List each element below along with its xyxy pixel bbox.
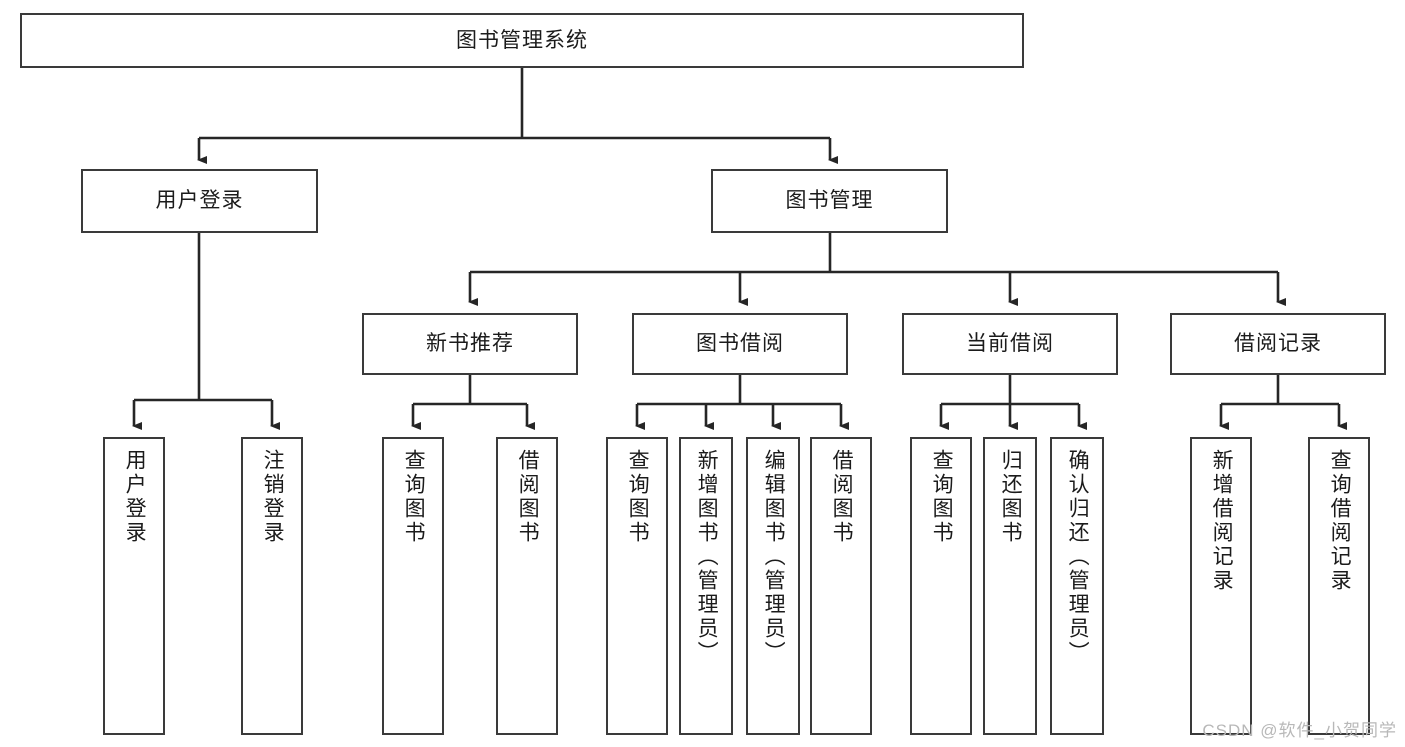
node-root-book-management-system[interactable]: 图书管理系统 <box>20 13 1024 68</box>
node-label: 查询图书 <box>626 449 650 545</box>
leaf-record-add-record[interactable]: 新增借阅记录 <box>1190 437 1252 735</box>
node-book-management[interactable]: 图书管理 <box>711 169 948 233</box>
node-label: 注销登录 <box>261 449 285 545</box>
leaf-borrow-edit-book-admin[interactable]: 编辑图书（管理员） <box>746 437 800 735</box>
leaf-current-query-book[interactable]: 查询图书 <box>910 437 972 735</box>
node-label: 用户登录 <box>155 189 244 213</box>
node-label: 查询图书 <box>402 449 426 545</box>
node-label: 借阅图书 <box>516 449 540 545</box>
node-label: 图书管理 <box>785 189 874 213</box>
leaf-borrow-borrow-book[interactable]: 借阅图书 <box>810 437 872 735</box>
node-label: 确认归还（管理员） <box>1066 449 1090 665</box>
leaf-record-query-record[interactable]: 查询借阅记录 <box>1308 437 1370 735</box>
leaf-user-login-logout[interactable]: 注销登录 <box>241 437 303 735</box>
csdn-watermark: CSDN @软件_小贺同学 <box>1202 721 1397 740</box>
node-label: 新增借阅记录 <box>1210 449 1234 593</box>
node-label: 新增图书（管理员） <box>695 449 719 665</box>
leaf-borrow-query-book[interactable]: 查询图书 <box>606 437 668 735</box>
leaf-borrow-add-book-admin[interactable]: 新增图书（管理员） <box>679 437 733 735</box>
leaf-user-login-login[interactable]: 用户登录 <box>103 437 165 735</box>
node-label: 编辑图书（管理员） <box>762 449 786 665</box>
leaf-recommend-borrow-book[interactable]: 借阅图书 <box>496 437 558 735</box>
node-label: 归还图书 <box>999 449 1023 545</box>
leaf-current-confirm-return-admin[interactable]: 确认归还（管理员） <box>1050 437 1104 735</box>
node-label: 当前借阅 <box>966 332 1054 356</box>
node-user-login[interactable]: 用户登录 <box>81 169 318 233</box>
node-book-borrow[interactable]: 图书借阅 <box>632 313 848 375</box>
node-borrow-record[interactable]: 借阅记录 <box>1170 313 1386 375</box>
leaf-recommend-query-book[interactable]: 查询图书 <box>382 437 444 735</box>
node-label: 用户登录 <box>123 449 147 545</box>
node-label: 图书管理系统 <box>456 28 588 52</box>
node-label: 借阅图书 <box>830 449 854 545</box>
node-label: 查询借阅记录 <box>1328 449 1352 593</box>
node-label: 新书推荐 <box>426 332 514 356</box>
node-new-book-recommend[interactable]: 新书推荐 <box>362 313 578 375</box>
node-label: 借阅记录 <box>1234 332 1322 356</box>
node-current-borrow[interactable]: 当前借阅 <box>902 313 1118 375</box>
node-label: 图书借阅 <box>696 332 784 356</box>
node-label: 查询图书 <box>930 449 954 545</box>
leaf-current-return-book[interactable]: 归还图书 <box>983 437 1037 735</box>
